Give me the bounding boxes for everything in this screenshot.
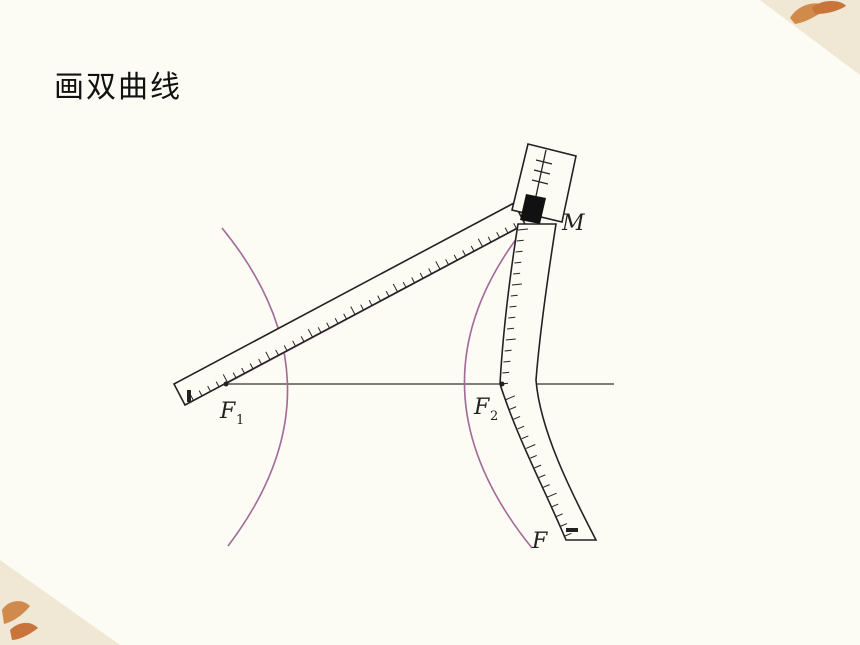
label-f2-subscript: 2 xyxy=(490,409,498,424)
focus-f1-point xyxy=(223,381,229,387)
focus-f2-point xyxy=(499,381,505,387)
label-f: F xyxy=(531,529,548,554)
label-m: M xyxy=(561,211,585,236)
label-f1: F xyxy=(219,399,236,424)
right-hyperbola-branch xyxy=(463,225,533,549)
pin-clip-instrument xyxy=(511,143,577,224)
left-hyperbola-branch xyxy=(221,227,289,547)
label-f1-subscript: 1 xyxy=(236,413,244,428)
page-title: 画双曲线 xyxy=(54,70,182,105)
bent-ruler xyxy=(499,223,598,541)
label-f2: F xyxy=(473,395,490,420)
